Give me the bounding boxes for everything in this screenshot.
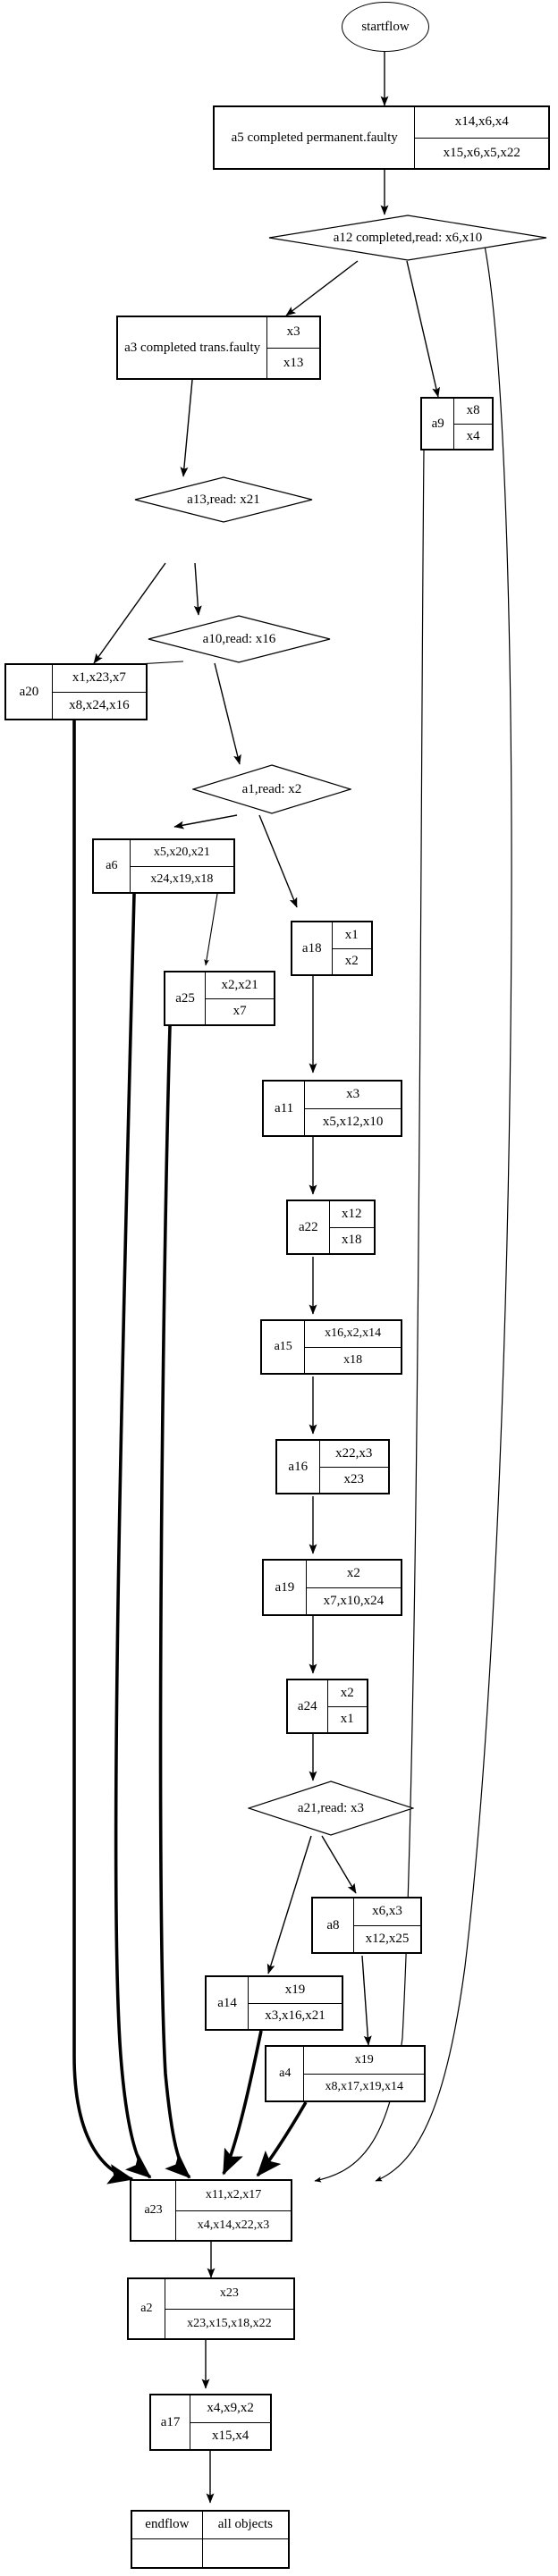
node-a18[interactable]: a18 x1 x2 bbox=[291, 921, 373, 976]
node-a17-row2: x15,x4 bbox=[190, 2421, 271, 2450]
node-a9-row1: x8 bbox=[453, 398, 493, 425]
node-a17-label: a17 bbox=[149, 2395, 191, 2450]
node-a11-row1: x3 bbox=[304, 1081, 402, 1109]
node-a19-row1: x2 bbox=[305, 1560, 402, 1588]
node-a9-label: a9 bbox=[420, 398, 455, 450]
node-a25-label: a25 bbox=[164, 972, 207, 1025]
node-a4[interactable]: a4 x19 x8,x17,x19,x14 bbox=[265, 2045, 426, 2102]
node-endflow-blank-right bbox=[201, 2538, 290, 2569]
node-startflow-label: startflow bbox=[361, 19, 410, 34]
node-a25-row1: x2,x21 bbox=[205, 972, 275, 999]
node-endflow[interactable]: endflow all objects bbox=[131, 2510, 290, 2569]
node-a23-row1: x11,x2,x17 bbox=[175, 2180, 292, 2211]
node-a20[interactable]: a20 x1,x23,x7 x8,x24,x16 bbox=[4, 663, 148, 720]
node-a23-row2: x4,x14,x22,x3 bbox=[175, 2210, 292, 2241]
node-a8-row1: x6,x3 bbox=[352, 1898, 422, 1926]
node-a15-label: a15 bbox=[260, 1320, 306, 1374]
node-a21[interactable]: a21,read: x3 bbox=[247, 1780, 415, 1836]
node-a14-label: a14 bbox=[205, 1976, 249, 2030]
node-a6[interactable]: a6 x5,x20,x21 x24,x19,x18 bbox=[92, 838, 235, 894]
node-a16[interactable]: a16 x22,x3 x23 bbox=[275, 1439, 390, 1494]
node-a9[interactable]: a9 x8 x4 bbox=[420, 397, 494, 450]
node-a16-row2: x23 bbox=[318, 1466, 389, 1494]
node-a15[interactable]: a15 x16,x2,x14 x18 bbox=[260, 1319, 402, 1375]
node-a20-label: a20 bbox=[5, 664, 53, 720]
node-a23-label: a23 bbox=[130, 2180, 177, 2241]
node-a15-row1: x16,x2,x14 bbox=[304, 1320, 402, 1348]
node-a2-row2: x23,x15,x18,x22 bbox=[164, 2308, 295, 2339]
node-a21-label: a21,read: x3 bbox=[297, 1800, 365, 1815]
node-a11-row2: x5,x12,x10 bbox=[304, 1107, 402, 1136]
node-a19[interactable]: a19 x2 x7,x10,x24 bbox=[262, 1559, 402, 1616]
node-a19-row2: x7,x10,x24 bbox=[305, 1587, 402, 1615]
node-a12-label: a12 completed,read: x6,x10 bbox=[333, 230, 483, 245]
node-a8-row2: x12,x25 bbox=[352, 1924, 422, 1953]
node-a20-row2: x8,x24,x16 bbox=[51, 691, 148, 720]
node-startflow[interactable]: startflow bbox=[342, 2, 429, 52]
node-a11-label: a11 bbox=[262, 1081, 306, 1136]
node-a4-row1: x19 bbox=[303, 2046, 425, 2075]
node-a8[interactable]: a8 x6,x3 x12,x25 bbox=[311, 1897, 422, 1954]
node-a11[interactable]: a11 x3 x5,x12,x10 bbox=[262, 1080, 402, 1137]
node-a23[interactable]: a23 x11,x2,x17 x4,x14,x22,x3 bbox=[130, 2179, 292, 2242]
node-a20-row1: x1,x23,x7 bbox=[51, 664, 148, 693]
node-a22-row2: x18 bbox=[328, 1226, 376, 1254]
node-a5[interactable]: a5 completed permanent.faulty x14,x6,x4 … bbox=[213, 105, 550, 170]
node-a18-row2: x2 bbox=[331, 947, 372, 975]
node-a24[interactable]: a24 x2 x1 bbox=[286, 1679, 368, 1734]
node-a12[interactable]: a12 completed,read: x6,x10 bbox=[268, 215, 547, 261]
node-a19-label: a19 bbox=[263, 1560, 307, 1615]
node-a10-label: a10,read: x16 bbox=[202, 631, 276, 646]
node-a22[interactable]: a22 x12 x18 bbox=[286, 1200, 376, 1255]
node-a22-row1: x12 bbox=[328, 1200, 376, 1228]
node-a5-label: a5 completed permanent.faulty bbox=[213, 106, 416, 169]
node-endflow-blank-left bbox=[131, 2538, 203, 2569]
node-a13[interactable]: a13,read: x21 bbox=[134, 476, 313, 523]
node-endflow-label: endflow bbox=[131, 2511, 203, 2539]
node-a18-label: a18 bbox=[292, 922, 333, 975]
node-a22-label: a22 bbox=[287, 1200, 330, 1254]
node-a16-label: a16 bbox=[276, 1440, 320, 1494]
node-a5-row1: x14,x6,x4 bbox=[414, 106, 549, 139]
node-a16-row1: x22,x3 bbox=[318, 1440, 389, 1468]
node-endflow-value: all objects bbox=[201, 2511, 290, 2539]
node-a14-row2: x3,x16,x21 bbox=[248, 2002, 342, 2030]
node-a13-label: a13,read: x21 bbox=[187, 492, 260, 507]
node-a17-row1: x4,x9,x2 bbox=[190, 2395, 271, 2423]
node-a2[interactable]: a2 x23 x23,x15,x18,x22 bbox=[127, 2277, 295, 2340]
node-a17[interactable]: a17 x4,x9,x2 x15,x4 bbox=[149, 2394, 272, 2451]
node-a10[interactable]: a10,read: x16 bbox=[148, 615, 331, 663]
node-a6-label: a6 bbox=[93, 839, 131, 893]
node-a2-row1: x23 bbox=[164, 2278, 295, 2310]
node-a25[interactable]: a25 x2,x21 x7 bbox=[164, 971, 275, 1026]
node-a1-label: a1,read: x2 bbox=[241, 781, 302, 796]
node-a6-row1: x5,x20,x21 bbox=[129, 839, 235, 867]
node-a8-label: a8 bbox=[312, 1898, 354, 1953]
node-a3-label: a3 completed trans.faulty bbox=[116, 316, 268, 379]
node-a25-row2: x7 bbox=[205, 998, 275, 1025]
node-a3-row1: x3 bbox=[266, 316, 320, 349]
node-a14-row1: x19 bbox=[248, 1976, 342, 2004]
node-a4-label: a4 bbox=[265, 2046, 305, 2101]
node-a1[interactable]: a1,read: x2 bbox=[190, 764, 353, 814]
node-a9-row2: x4 bbox=[453, 423, 493, 450]
node-a24-row1: x2 bbox=[326, 1679, 368, 1707]
node-a5-row2: x15,x6,x5,x22 bbox=[414, 137, 549, 169]
node-a14[interactable]: a14 x19 x3,x16,x21 bbox=[205, 1975, 343, 2031]
node-a4-row2: x8,x17,x19,x14 bbox=[303, 2073, 425, 2101]
node-a24-label: a24 bbox=[287, 1679, 328, 1733]
node-a24-row2: x1 bbox=[326, 1705, 368, 1733]
node-a6-row2: x24,x19,x18 bbox=[129, 865, 235, 893]
node-a15-row2: x18 bbox=[304, 1346, 402, 1374]
node-a3[interactable]: a3 completed trans.faulty x3 x13 bbox=[116, 316, 321, 380]
node-a3-row2: x13 bbox=[266, 347, 320, 379]
node-a18-row1: x1 bbox=[331, 922, 372, 949]
node-a2-label: a2 bbox=[128, 2278, 165, 2339]
